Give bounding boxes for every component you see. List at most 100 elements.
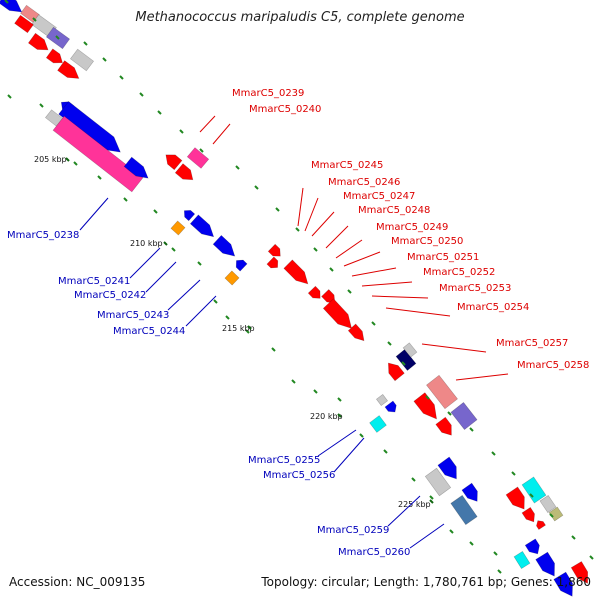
gene-label-red: MmarC5_0250	[391, 236, 463, 247]
scale-tick	[429, 499, 434, 504]
tick-outer-15	[329, 267, 334, 272]
gene-feature-18	[183, 210, 196, 222]
tick-outer-6	[139, 92, 144, 97]
scale-tick	[337, 413, 342, 418]
tick-outer-4	[102, 57, 107, 62]
gene-feature-50	[513, 551, 531, 569]
scale-tick	[247, 325, 252, 330]
gene-leader-red	[455, 373, 509, 381]
gene-leader-red	[325, 225, 349, 249]
gene-feature-33	[426, 374, 458, 410]
gene-feature-16	[174, 163, 194, 181]
gene-label-red: MmarC5_0253	[439, 283, 511, 294]
gene-feature-6	[45, 48, 63, 64]
gene-feature-30	[388, 362, 405, 382]
gene-feature-39	[375, 393, 389, 407]
tick-outer-18	[387, 341, 392, 346]
genome-title: Methanococcus maripaludis C5, complete g…	[135, 10, 465, 25]
tick-outer-19	[401, 361, 406, 366]
tick-outer-16	[347, 289, 352, 294]
gene-leader-red	[335, 239, 363, 259]
tick-inner-14	[337, 397, 342, 402]
gene-feature-37	[369, 415, 387, 433]
gene-feature-17	[170, 220, 186, 236]
tick-inner-9	[225, 315, 230, 320]
tick-inner-22	[497, 569, 502, 574]
scale-tick	[65, 157, 70, 162]
gene-label-blue: MmarC5_0260	[338, 547, 410, 558]
gene-leader-blue	[79, 197, 109, 231]
tick-inner-3	[97, 175, 102, 180]
gene-feature-49	[536, 520, 546, 530]
tick-outer-7	[157, 110, 162, 115]
gene-feature-52	[535, 551, 555, 577]
tick-outer-14	[313, 247, 318, 252]
tick-inner-8	[213, 299, 218, 304]
tick-outer-17	[371, 321, 376, 326]
tick-inner-19	[449, 529, 454, 534]
gene-leader-red	[421, 343, 487, 353]
gene-feature-41	[424, 467, 452, 497]
gene-label-red: MmarC5_0252	[423, 267, 495, 278]
tick-inner-16	[383, 449, 388, 454]
gene-label-red: MmarC5_0247	[343, 191, 415, 202]
gene-feature-14	[186, 147, 210, 169]
gene-feature-43	[461, 482, 478, 502]
tick-outer-25	[529, 493, 534, 498]
gene-label-blue: MmarC5_0244	[113, 326, 185, 337]
tick-outer-3	[83, 41, 88, 46]
gene-feature-11	[58, 101, 121, 153]
tick-inner-2	[73, 161, 78, 166]
gene-feature-35	[413, 392, 437, 420]
gene-label-red: MmarC5_0254	[457, 302, 529, 313]
gene-feature-28	[322, 298, 353, 329]
tick-inner-20	[469, 541, 474, 546]
scale-label: 210 kbp	[130, 239, 163, 248]
tick-outer-2	[55, 35, 60, 40]
scale-label: 225 kbp	[398, 500, 431, 509]
gene-feature-34	[450, 401, 478, 431]
gene-leader-blue	[317, 429, 357, 457]
tick-inner-7	[197, 261, 202, 266]
gene-label-red: MmarC5_0248	[358, 205, 430, 216]
gene-feature-24	[266, 256, 279, 269]
gene-leader-blue	[409, 523, 445, 549]
gene-feature-31	[395, 349, 417, 371]
tick-outer-22	[469, 427, 474, 432]
tick-inner-18	[429, 495, 434, 500]
gene-feature-4	[14, 14, 34, 34]
tick-outer-8	[179, 129, 184, 134]
gene-feature-20	[212, 235, 236, 257]
gene-feature-40	[437, 456, 457, 480]
accession-text: Accession: NC_009135	[9, 575, 146, 589]
tick-outer-23	[491, 451, 496, 456]
gene-feature-15	[165, 154, 183, 171]
gene-feature-29	[347, 323, 365, 342]
tick-outer-28	[589, 555, 594, 560]
gene-feature-22	[235, 259, 248, 272]
gene-feature-13	[123, 156, 149, 179]
tick-inner-0	[7, 94, 12, 99]
scale-label: 205 kbp	[34, 155, 67, 164]
tick-outer-11	[254, 185, 259, 190]
gene-feature-26	[307, 285, 321, 299]
tick-outer-0	[4, 0, 9, 4]
gene-feature-53	[553, 571, 573, 597]
tick-outer-24	[511, 471, 516, 476]
tick-outer-9	[199, 148, 204, 153]
tick-inner-10	[245, 329, 250, 334]
gene-feature-51	[524, 538, 540, 555]
tick-inner-17	[411, 477, 416, 482]
tick-outer-20	[425, 395, 430, 400]
gene-label-blue: MmarC5_0242	[74, 290, 146, 301]
gene-feature-5	[27, 32, 49, 51]
gene-leader-red	[199, 115, 216, 133]
gene-feature-25	[283, 259, 309, 285]
gene-label-red: MmarC5_0245	[311, 160, 383, 171]
gene-leader-red	[343, 251, 381, 267]
gene-leader-blue	[167, 279, 201, 311]
gene-label-blue: MmarC5_0259	[317, 525, 389, 536]
tick-inner-4	[123, 197, 128, 202]
